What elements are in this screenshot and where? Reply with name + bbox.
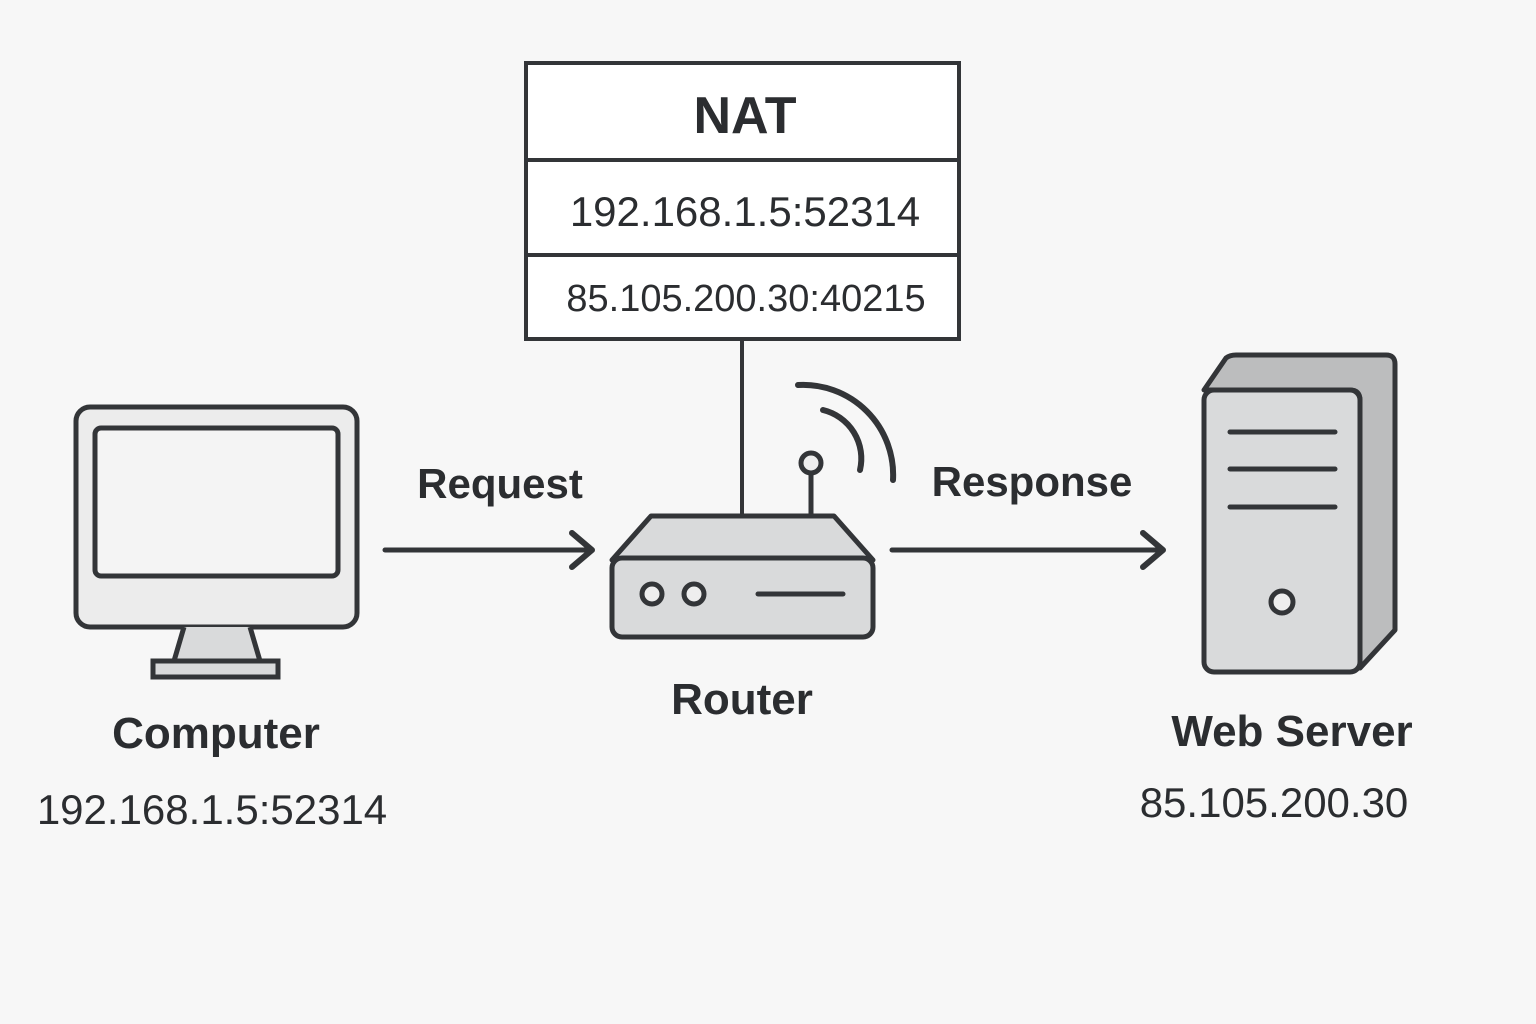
nat-private-endpoint: 192.168.1.5:52314 bbox=[570, 188, 920, 235]
response-label: Response bbox=[932, 458, 1133, 505]
router-icon bbox=[609, 450, 876, 640]
server-tower-icon bbox=[1201, 352, 1398, 675]
nat-table: NAT 192.168.1.5:52314 85.105.200.30:4021… bbox=[524, 61, 961, 341]
nat-table-title: NAT bbox=[693, 87, 796, 145]
nat-public-endpoint: 85.105.200.30:40215 bbox=[566, 278, 925, 320]
monitor-icon bbox=[73, 404, 360, 680]
request-label: Request bbox=[417, 460, 583, 507]
computer-address: 192.168.1.5:52314 bbox=[37, 786, 387, 833]
request-arrow bbox=[382, 530, 595, 570]
web-server-label: Web Server bbox=[1171, 707, 1412, 756]
response-arrow bbox=[889, 530, 1166, 570]
computer-label: Computer bbox=[112, 709, 320, 758]
web-server-address: 85.105.200.30 bbox=[1140, 779, 1409, 826]
wifi-signal-icon bbox=[795, 381, 897, 483]
router-label: Router bbox=[671, 675, 813, 724]
